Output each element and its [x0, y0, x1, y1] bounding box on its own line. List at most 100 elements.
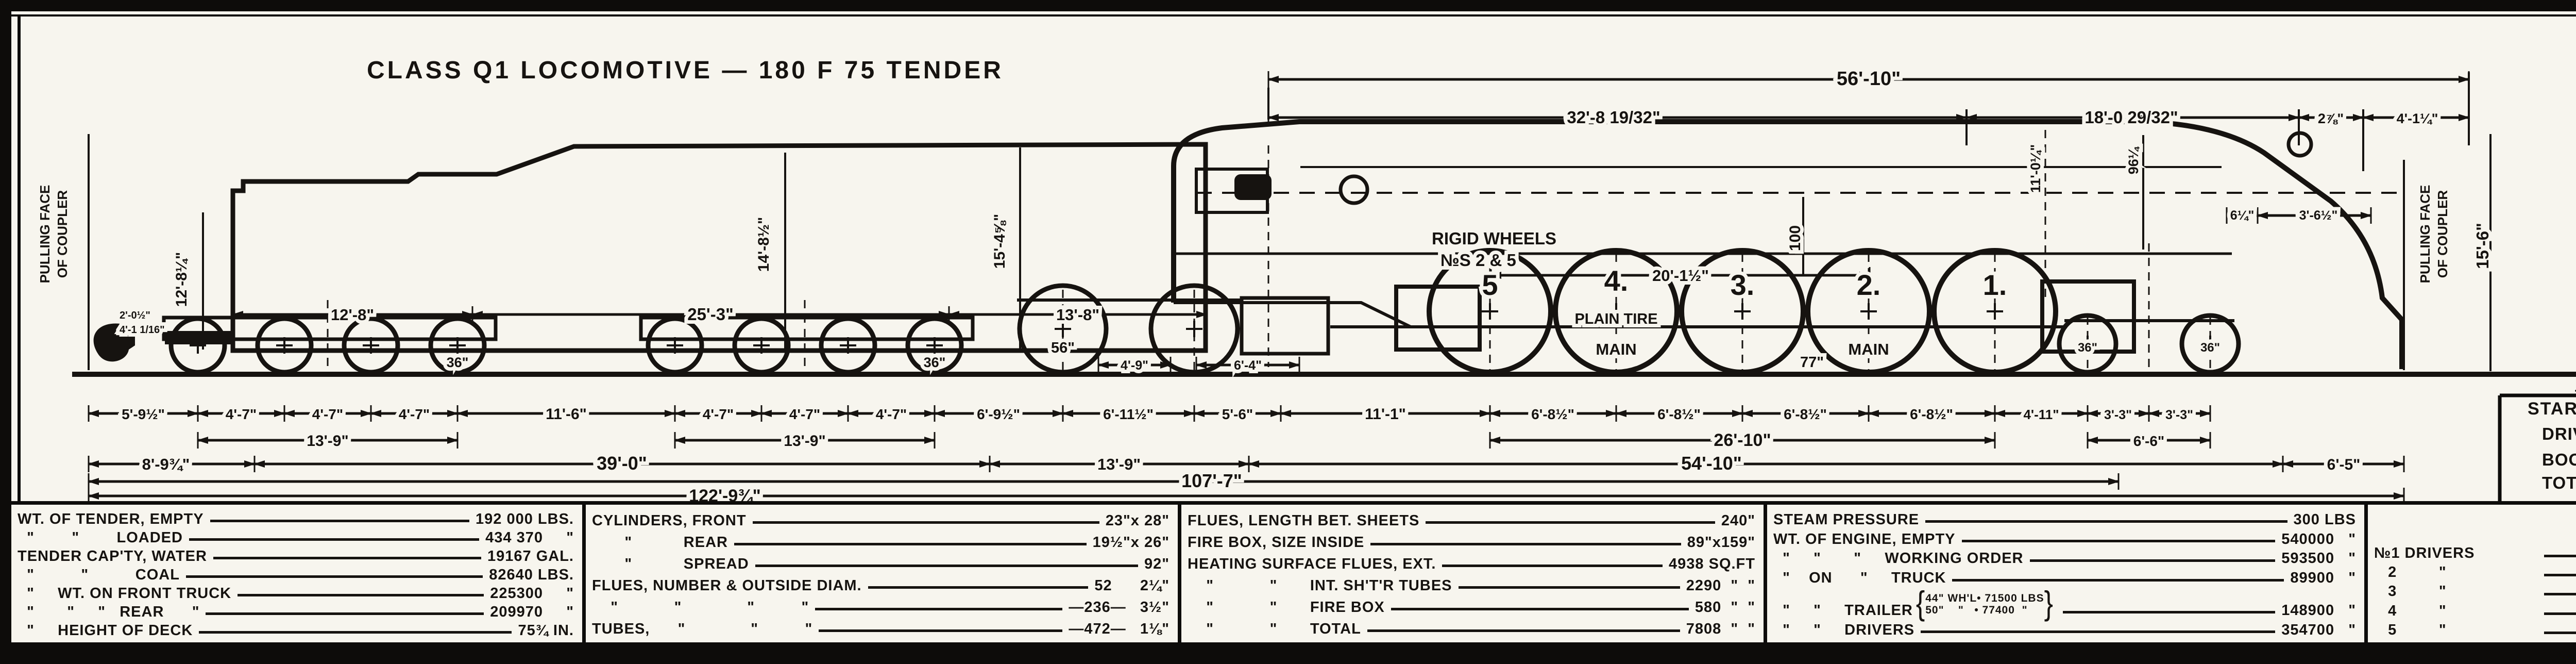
- leader-line: [752, 521, 1099, 524]
- row-label: " REAR: [592, 534, 728, 551]
- row-value: 89900 ": [2290, 570, 2356, 587]
- row-value: 52 2¼": [1094, 577, 1170, 594]
- dimension-label: 3'-3": [2165, 408, 2193, 422]
- dimension-label: 5'-6": [1222, 406, 1253, 422]
- wheel: [1148, 283, 1240, 375]
- wheel: [646, 316, 704, 375]
- inner-border-line-top: [11, 14, 2576, 16]
- dimension-label: 6'-11½": [1103, 406, 1154, 422]
- spec-row: №1 DRIVERS53"2¼"73700 LBS: [2374, 545, 2576, 562]
- note-line: 44" WH'L• 71500 LBS: [1925, 592, 2044, 604]
- dimension-label: 13'-9": [1097, 455, 1141, 473]
- dimension-label: 4'-7": [312, 406, 343, 422]
- dimension-label: 11'-0¼": [2028, 144, 2043, 193]
- leader-line: [1442, 565, 1663, 568]
- page-title: CLASS Q1 LOCOMOTIVE — 180 F 75 TENDER: [367, 57, 1004, 84]
- dimension-label: 26'-10": [1714, 430, 1771, 450]
- row-label: WT. OF TENDER, EMPTY: [18, 510, 204, 527]
- dimension-label: 20'-1½": [1652, 267, 1709, 285]
- row-label: " HEIGHT OF DECK: [18, 622, 193, 639]
- dimension-label: 36": [2078, 341, 2097, 355]
- row-label: HEATING SURFACE FLUES, EXT.: [1188, 555, 1436, 572]
- leader-line: [2544, 554, 2576, 557]
- leader-line: [2544, 612, 2576, 615]
- dimension-label: 77": [1800, 354, 1824, 371]
- leader-line: [1367, 629, 1680, 633]
- row-label: " SPREAD: [592, 555, 749, 572]
- dimension-label: 36": [2200, 341, 2220, 355]
- wheel: [1427, 248, 1553, 375]
- leader-line: [213, 557, 482, 560]
- spec-row: 2 "53"⅜"72100 ": [2374, 564, 2576, 581]
- dimension-label: 5'-9½": [122, 406, 165, 422]
- dimension-label: 12'-8": [331, 306, 374, 324]
- dimension-label: 6'-6": [2133, 433, 2164, 449]
- dimension-label: 4'-11": [2023, 407, 2059, 422]
- row-value: 209970 ": [490, 603, 574, 620]
- note-line: 50" " • 77400 ": [1925, 604, 2028, 616]
- row-label: STEAM PRESSURE: [1773, 511, 1920, 528]
- spec-row: " " " REAR " 209970 ": [18, 604, 574, 620]
- dimension-label: 13'-9": [784, 433, 825, 450]
- row-value: 593500 ": [2281, 550, 2356, 567]
- tractive-force-panel: STARTING TRACTIVE FORCE DRIVERS81793 LBS…: [2528, 399, 2576, 496]
- row-label: " " " REAR ": [18, 603, 200, 620]
- brace-open: {: [1916, 585, 1926, 623]
- wheel: [1017, 283, 1109, 375]
- row-label: 3 ": [2374, 583, 2447, 600]
- row-value: 19167 GAL.: [487, 547, 574, 565]
- row-label: " " " ": [592, 599, 809, 616]
- leader-line: [868, 586, 1089, 589]
- dimension-label: 3.: [1731, 269, 1755, 301]
- leader-line: [1370, 543, 1681, 546]
- leader-line: [1458, 586, 1680, 589]
- row-label: " " INT. SH'T'R TUBES: [1188, 577, 1452, 594]
- wheel: [905, 316, 964, 375]
- leader-line: [1952, 579, 2284, 582]
- leader-line: [2544, 593, 2576, 596]
- dimension-label: 32'-8 19/32": [1567, 108, 1660, 127]
- dimension-label: 39'-0": [597, 453, 647, 474]
- dimension-label: 96¼: [2126, 146, 2141, 174]
- inner-border-line-left: [18, 14, 21, 650]
- dimension-label: 4'-1 1/16": [120, 324, 165, 336]
- row-label: 2 ": [2374, 563, 2447, 580]
- dimension-label: 6'-5": [2327, 456, 2361, 473]
- wheel: [732, 316, 791, 375]
- row-label: 5 ": [2374, 621, 2447, 638]
- leader-line: [734, 543, 1087, 546]
- row-label: " WT. ON FRONT TRUCK: [18, 585, 232, 602]
- leader-line: [2544, 573, 2576, 576]
- dimension-label: OF COUPLER: [55, 190, 70, 278]
- dimension-label: 4'-9": [1121, 358, 1148, 373]
- row-label: " " FIRE BOX: [1188, 599, 1385, 616]
- dimension-label: 36": [447, 355, 469, 370]
- spec-row: 3 "53"2¼"70200 ": [2374, 583, 2576, 600]
- dimension-label: 4.: [1604, 264, 1629, 297]
- dimension-label: 13'-9": [307, 433, 348, 450]
- bottom-black-bar: [11, 642, 2576, 661]
- dimension-label: 14'-8½": [755, 217, 772, 272]
- row-label: 4 ": [2374, 602, 2447, 619]
- leader-line: [189, 538, 480, 541]
- dimension-label: 6'-8½": [1910, 406, 1953, 422]
- row-value: 19½"x 26": [1092, 534, 1170, 551]
- row-value: 7808 " ": [1686, 620, 1755, 637]
